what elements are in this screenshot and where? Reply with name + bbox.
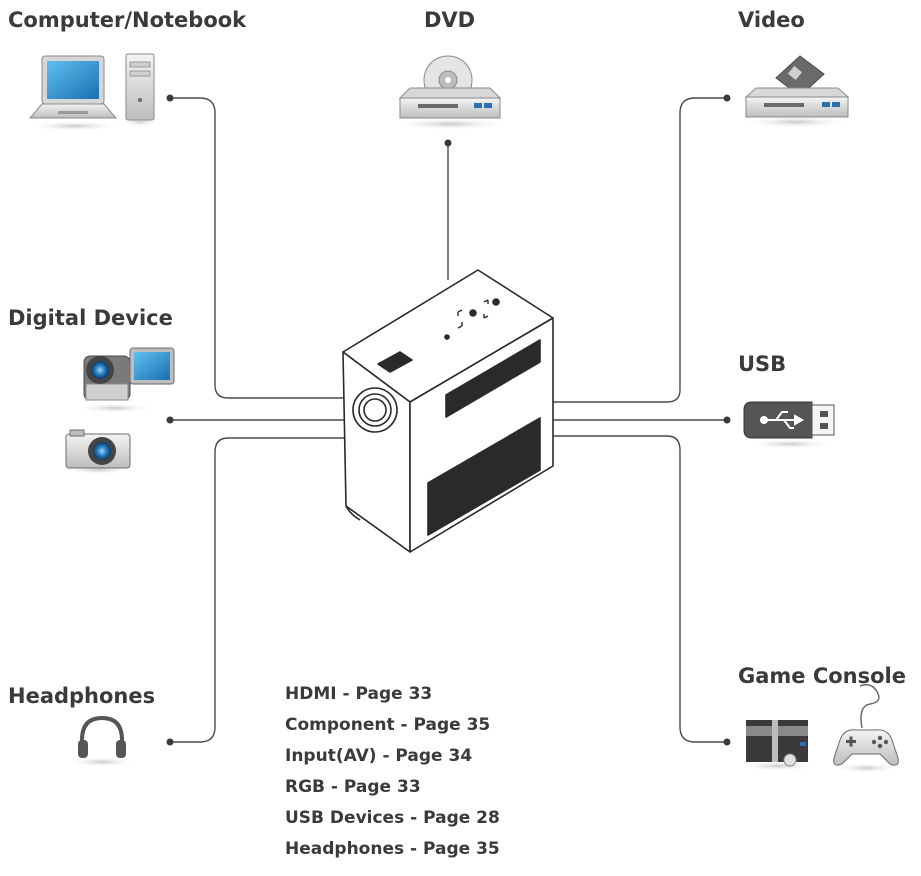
reference-item: USB Devices - Page 28	[285, 808, 500, 828]
line-video	[553, 97, 727, 403]
desktop-tower-icon	[120, 53, 160, 126]
reference-item: RGB - Page 33	[285, 777, 421, 797]
laptop-icon	[27, 55, 123, 131]
game-console-icon	[738, 720, 818, 771]
line-headphones	[170, 437, 345, 743]
gamepad-icon	[832, 683, 900, 773]
label-computer-notebook: Computer/Notebook	[8, 8, 247, 32]
label-headphones: Headphones	[8, 684, 156, 708]
label-digital-device: Digital Device	[8, 306, 173, 330]
headphones-icon	[68, 715, 136, 767]
label-video: Video	[738, 8, 805, 32]
line-game	[553, 435, 727, 743]
projector-icon	[342, 269, 554, 553]
reference-item: Component - Page 35	[285, 715, 491, 735]
line-computer	[170, 97, 345, 399]
connection-lines	[170, 97, 727, 743]
label-dvd: DVD	[424, 8, 476, 32]
label-usb: USB	[738, 352, 787, 376]
dvd-player-icon	[390, 55, 510, 130]
reference-item: Input(AV) - Page 34	[285, 746, 473, 766]
label-game-console: Game Console	[738, 664, 906, 688]
camera-icon	[62, 429, 134, 474]
usb-drive-icon	[743, 401, 835, 449]
reference-item: Headphones - Page 35	[285, 839, 500, 859]
vcr-icon	[740, 55, 852, 128]
connection-dots	[166, 94, 731, 746]
camcorder-icon	[75, 347, 175, 413]
reference-item: HDMI - Page 33	[285, 684, 433, 704]
page-reference-list: HDMI - Page 33 Component - Page 35 Input…	[285, 682, 500, 868]
